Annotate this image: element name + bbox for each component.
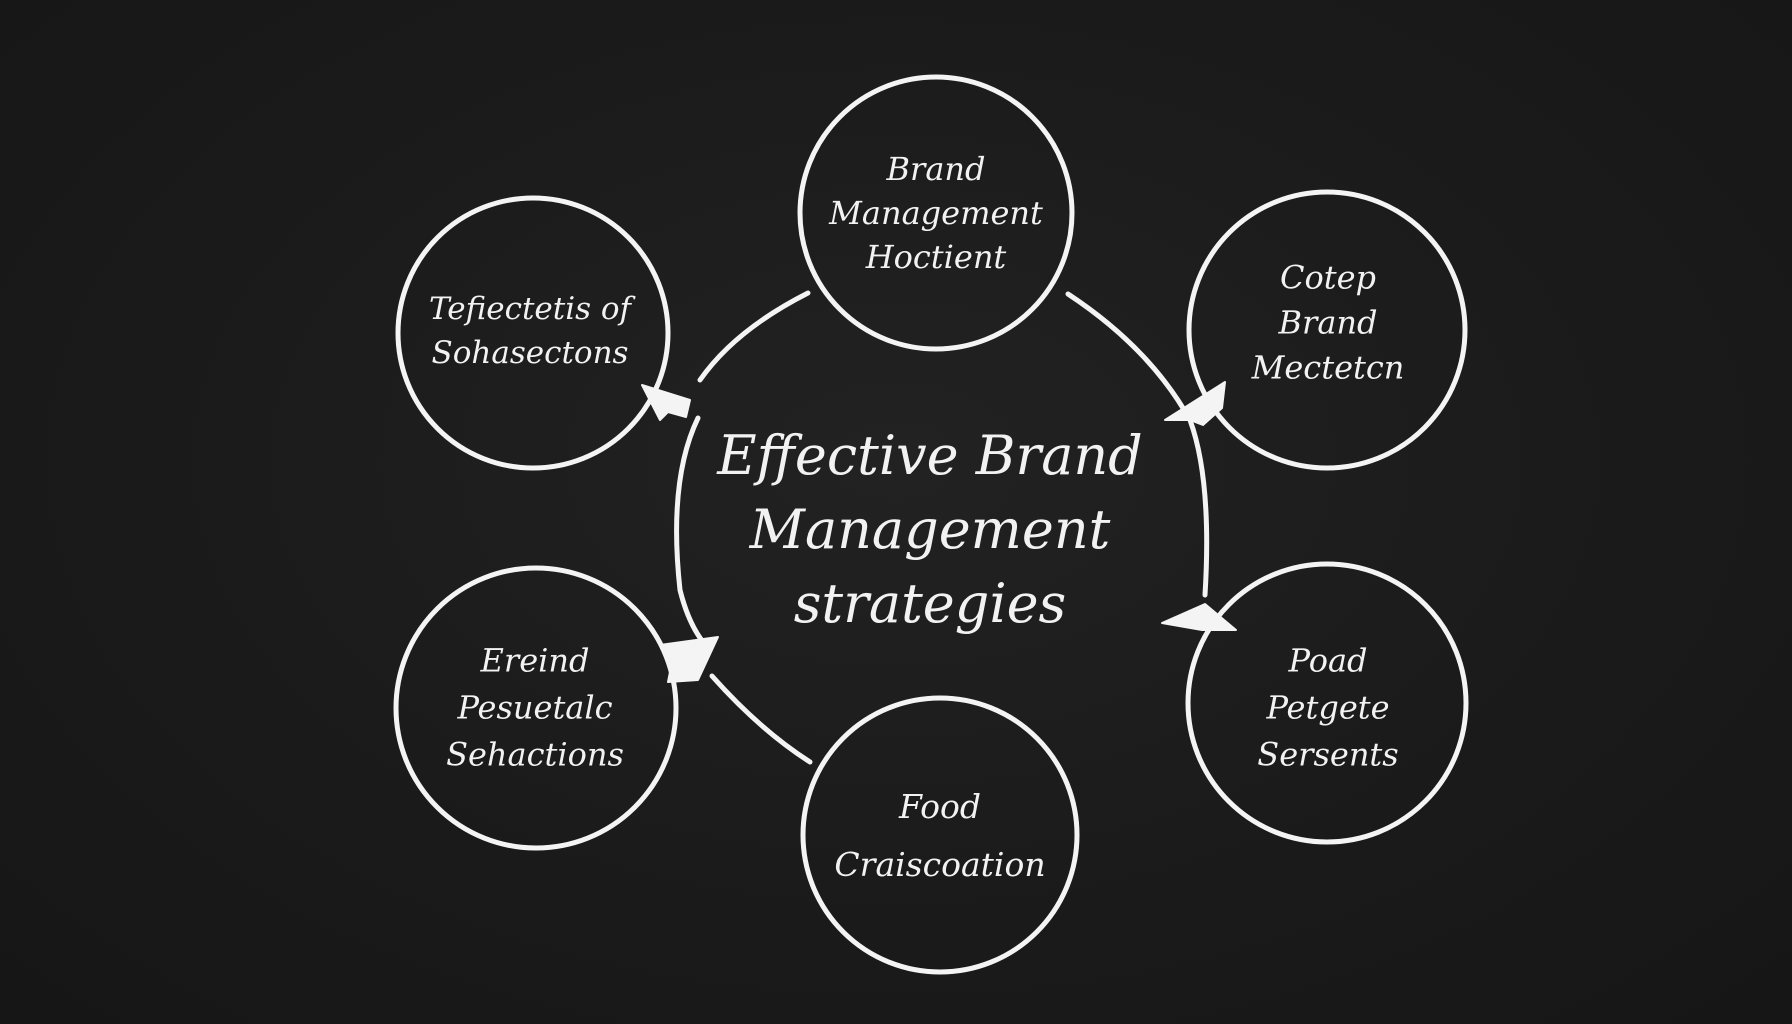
node-label-top-right: Cotep Brand Mectetcn (1251, 258, 1405, 387)
arrow-head-bottom-right (1161, 603, 1237, 631)
node-label-bottom: Food Craiscoation (834, 787, 1046, 884)
node-label-bottom-left: Ereind Pesuetalc Sehactions (446, 641, 624, 774)
node-label-top-left: Tefiectetis of Sohasectons (428, 291, 632, 371)
arrow-head-top-right (1164, 381, 1226, 426)
center-title: Effective Brand Management strategies (717, 424, 1143, 635)
node-circle-top-left (395, 195, 671, 471)
node-label-bottom-right: Poad Petgete Sersents (1257, 641, 1399, 774)
node-circle-top (797, 74, 1075, 352)
arrow-head-bottom-left (659, 636, 719, 683)
arrow-head-top-left (641, 384, 691, 421)
node-circle-bottom (800, 695, 1080, 975)
ring-arc-top-left (697, 290, 811, 383)
ring-arc-left (674, 415, 713, 653)
ring-arc-bottom-left (709, 673, 813, 765)
node-circle-top-right (1186, 189, 1468, 471)
node-circle-bottom-right (1185, 561, 1469, 845)
node-label-top: Brand Management Hoctient (829, 150, 1043, 276)
node-circle-bottom-left (393, 565, 679, 851)
